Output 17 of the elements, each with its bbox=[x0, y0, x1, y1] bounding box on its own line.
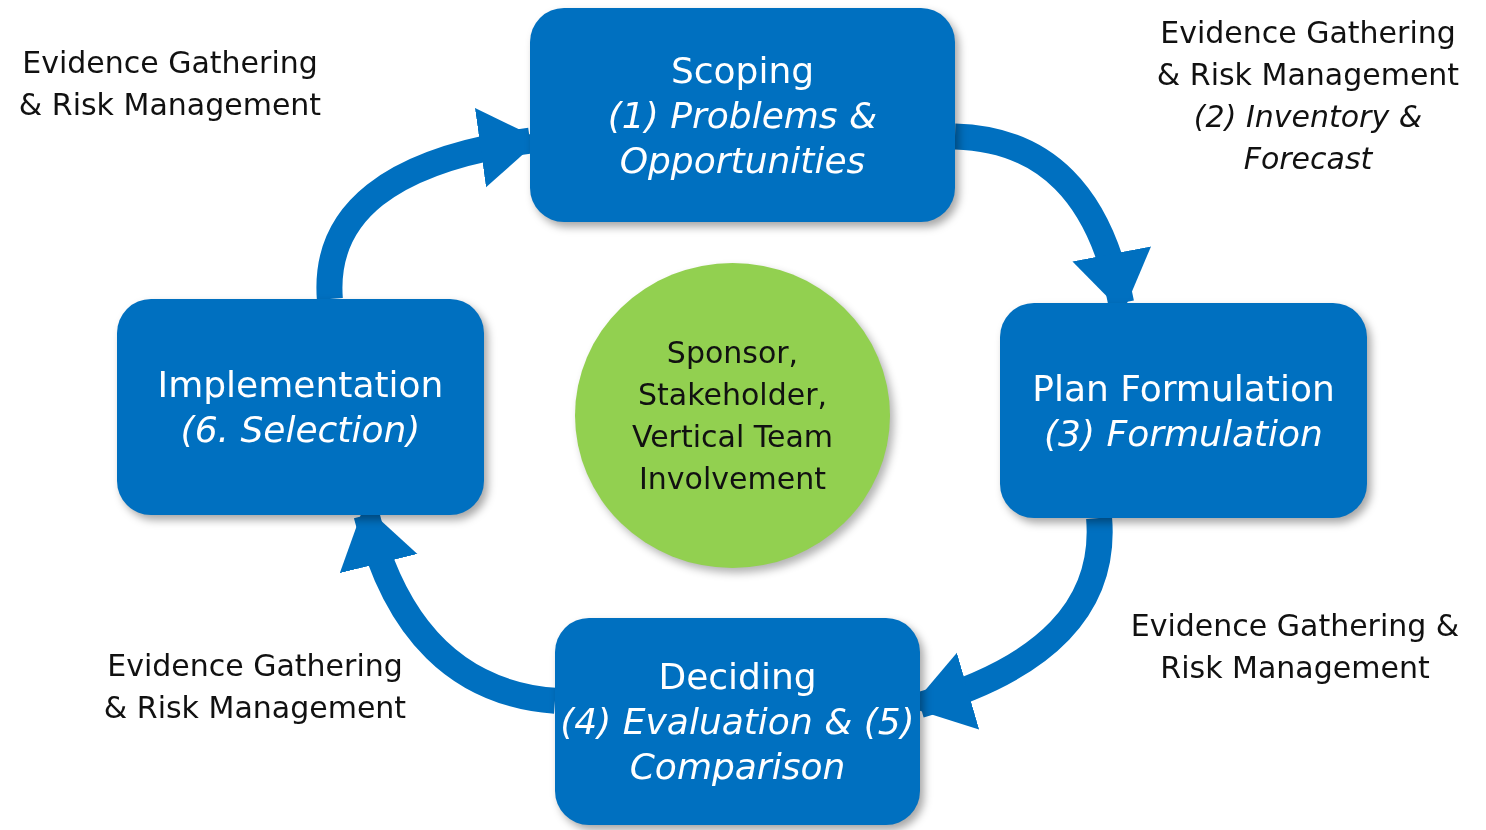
edge-label: Evidence Gathering & Risk Management bbox=[17, 44, 323, 124]
box-title: Deciding bbox=[658, 655, 817, 699]
process-box bbox=[117, 299, 484, 515]
edge-label: Evidence Gathering & Risk Management (2) Inventory & Forecast bbox=[1155, 14, 1461, 178]
box-subtitle: (1) Problems & Opportunities bbox=[606, 93, 879, 183]
circle-text: Sponsor, Stakeholder, Vertical Team Involvement bbox=[630, 333, 835, 498]
edge-label: Evidence Gathering & Risk Management bbox=[102, 647, 408, 727]
process-box bbox=[1000, 303, 1367, 518]
process-box bbox=[530, 8, 955, 222]
box-title: Scoping bbox=[670, 48, 815, 93]
box-title: Plan Formulation bbox=[1032, 366, 1335, 411]
box-subtitle: (3) Formulation bbox=[1044, 411, 1323, 456]
edge-label: Evidence Gathering & Risk Management bbox=[1130, 607, 1460, 687]
box-title: Implementation bbox=[157, 363, 444, 407]
box-subtitle: (6. Selection) bbox=[180, 408, 421, 452]
box-subtitle: (4) Evaluation & (5) Comparison bbox=[559, 700, 916, 789]
process-box bbox=[555, 618, 920, 825]
